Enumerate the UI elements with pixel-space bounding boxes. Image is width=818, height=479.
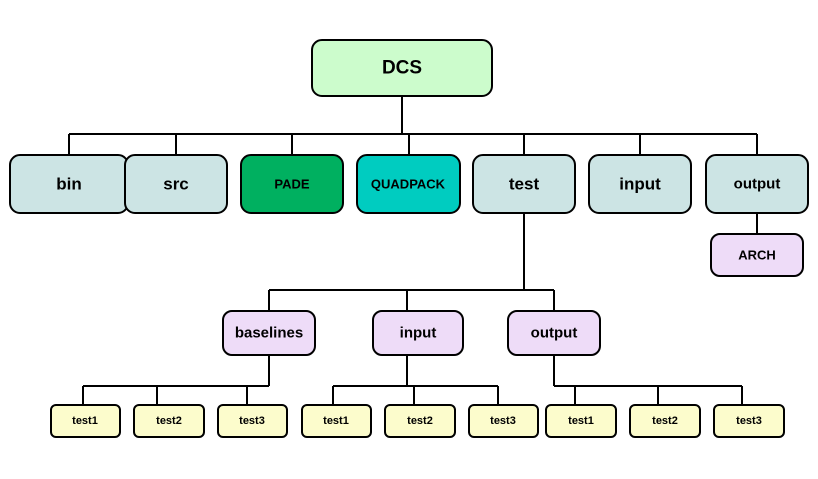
node-output: output (705, 154, 809, 214)
node-arch-label: ARCH (738, 248, 776, 263)
node-test-input-label: input (400, 325, 437, 342)
leaf-output-test3-box (713, 404, 785, 438)
node-test: test (472, 154, 576, 214)
leaf-output-test3: test3 (713, 404, 785, 438)
node-quadpack-label: QUADPACK (371, 177, 446, 192)
node-bin: bin (9, 154, 129, 214)
node-test-input: input (372, 310, 464, 356)
node-output-label: output (734, 176, 781, 193)
leaf-input-test1-box (301, 404, 372, 438)
leaf-baselines-test1-label: test1 (72, 415, 98, 427)
leaf-output-test2-box (629, 404, 701, 438)
leaf-input-test2-label: test2 (407, 415, 433, 427)
leaf-input-test3-box (468, 404, 539, 438)
leaf-baselines-test1-box (50, 404, 121, 438)
tree-connectors (68, 96, 758, 405)
node-quadpack-box (356, 154, 461, 214)
node-pade: PADE (240, 154, 344, 214)
node-root-box (311, 39, 493, 97)
leaf-output-test2-label: test2 (652, 415, 678, 427)
node-test-output: output (507, 310, 601, 356)
leaf-baselines-test3: test3 (217, 404, 288, 438)
node-arch-box (710, 233, 804, 277)
leaf-baselines-test2: test2 (133, 404, 205, 438)
node-bin-label: bin (56, 175, 82, 194)
leaf-input-test3: test3 (468, 404, 539, 438)
node-src-label: src (163, 175, 189, 194)
leaf-baselines-test2-label: test2 (156, 415, 182, 427)
node-test-output-box (507, 310, 601, 356)
node-root: DCS (311, 39, 493, 97)
node-test-box (472, 154, 576, 214)
leaf-output-test3-label: test3 (736, 415, 762, 427)
leaf-input-test3-label: test3 (490, 415, 516, 427)
leaf-output-test1: test1 (545, 404, 617, 438)
node-input: input (588, 154, 692, 214)
leaf-output-test2: test2 (629, 404, 701, 438)
leaf-input-test1: test1 (301, 404, 372, 438)
node-test-baselines-label: baselines (235, 325, 303, 342)
leaf-output-test1-label: test1 (568, 415, 594, 427)
node-test-input-box (372, 310, 464, 356)
node-arch: ARCH (710, 233, 804, 277)
node-pade-label: PADE (274, 177, 309, 192)
leaf-baselines-test1: test1 (50, 404, 121, 438)
leaf-baselines-test2-box (133, 404, 205, 438)
leaf-input-test2-box (384, 404, 456, 438)
node-test-output-label: output (531, 325, 578, 342)
node-test-baselines-box (222, 310, 316, 356)
node-pade-box (240, 154, 344, 214)
node-src: src (124, 154, 228, 214)
leaf-input-test1-label: test1 (323, 415, 349, 427)
node-test-label: test (509, 175, 540, 194)
node-quadpack: QUADPACK (356, 154, 461, 214)
node-src-box (124, 154, 228, 214)
leaf-output-test1-box (545, 404, 617, 438)
node-input-label: input (619, 175, 661, 194)
leaf-input-test2: test2 (384, 404, 456, 438)
node-output-box (705, 154, 809, 214)
node-input-box (588, 154, 692, 214)
leaf-baselines-test3-box (217, 404, 288, 438)
node-test-baselines: baselines (222, 310, 316, 356)
leaf-baselines-test3-label: test3 (239, 415, 265, 427)
node-root-label: DCS (382, 58, 422, 79)
